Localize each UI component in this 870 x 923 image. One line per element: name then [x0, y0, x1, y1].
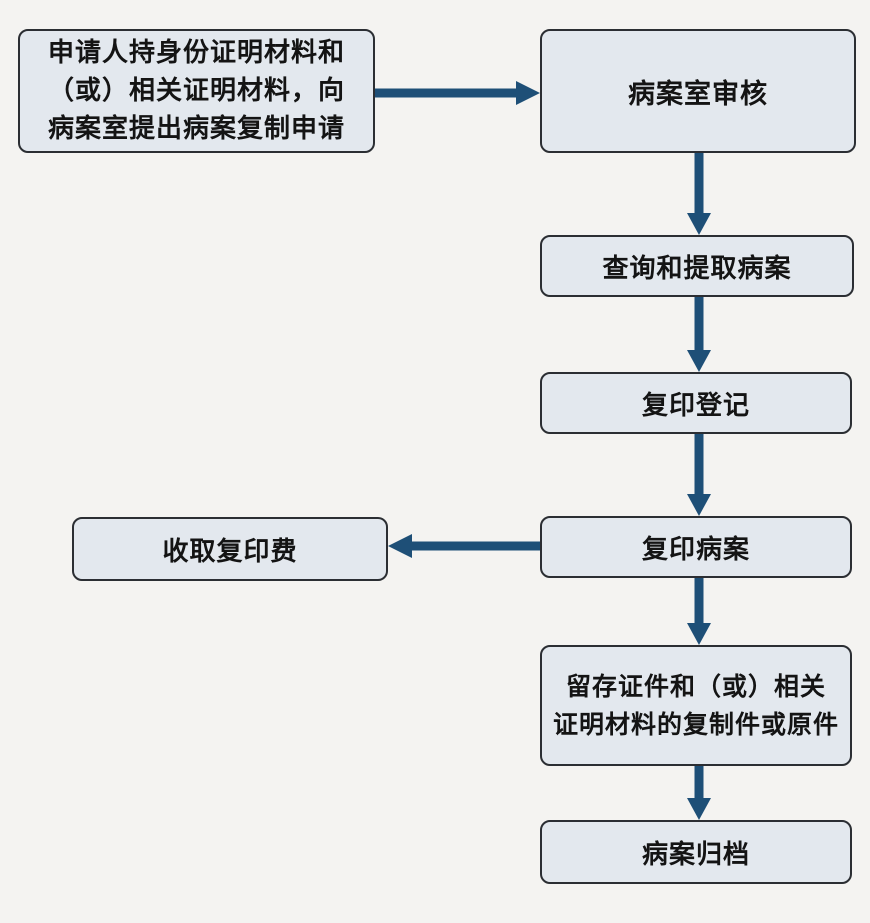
arrow-copy-to-fee [388, 534, 540, 558]
node-copy-register: 复印登记 [540, 372, 852, 434]
arrow-retain-to-archive [687, 766, 711, 820]
arrow-register-to-copy [687, 434, 711, 516]
node-collect-fee: 收取复印费 [72, 517, 388, 581]
node-archive: 病案归档 [540, 820, 852, 884]
arrow-apply-to-review [375, 81, 540, 105]
node-review: 病案室审核 [540, 29, 856, 153]
node-query-retrieve: 查询和提取病案 [540, 235, 854, 297]
node-retain-documents: 留存证件和（或）相关 证明材料的复制件或原件 [540, 645, 852, 766]
node-apply-request: 申请人持身份证明材料和 （或）相关证明材料，向 病案室提出病案复制申请 [18, 29, 375, 153]
arrow-review-to-query [687, 153, 711, 235]
node-copy-record: 复印病案 [540, 516, 852, 578]
arrow-query-to-register [687, 297, 711, 372]
arrow-copy-to-retain [687, 578, 711, 645]
